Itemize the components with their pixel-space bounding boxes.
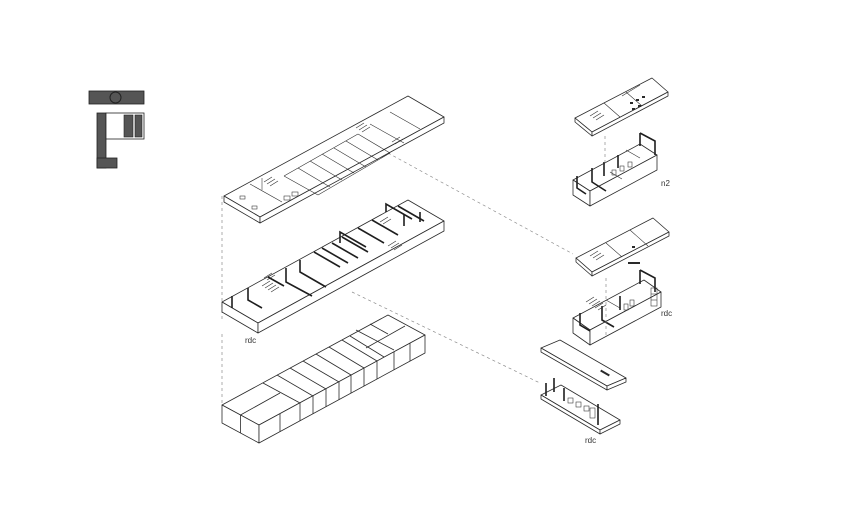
right-bottom-module: rdc <box>540 339 627 445</box>
furniture-icon <box>623 287 658 311</box>
middle-module-label: rdc <box>661 309 672 318</box>
stair-icon <box>379 216 403 251</box>
dashed-leader-lines <box>221 152 574 405</box>
right-middle-module: rdc <box>572 217 672 346</box>
main-floor-label: rdc <box>245 336 256 345</box>
furniture-icon <box>600 369 610 377</box>
furniture-icon <box>628 246 640 264</box>
main-upper-floor-plan <box>223 95 445 224</box>
stair-icon <box>589 110 605 121</box>
stair-icon <box>263 122 404 187</box>
main-ground-floor-plan: rdc <box>221 199 445 345</box>
furniture-icon <box>611 161 633 176</box>
furniture-icon <box>567 397 596 419</box>
main-massing-block <box>221 314 426 444</box>
furniture-icon <box>239 191 299 210</box>
bottom-module-label: rdc <box>585 436 596 445</box>
stair-icon <box>585 296 607 311</box>
stair-icon <box>261 272 280 293</box>
upper-module-label: n2 <box>661 179 670 188</box>
key-plan-icon <box>88 90 145 169</box>
stair-icon <box>589 250 605 261</box>
right-upper-module: n2 <box>572 77 670 207</box>
furniture-icon <box>630 96 645 110</box>
